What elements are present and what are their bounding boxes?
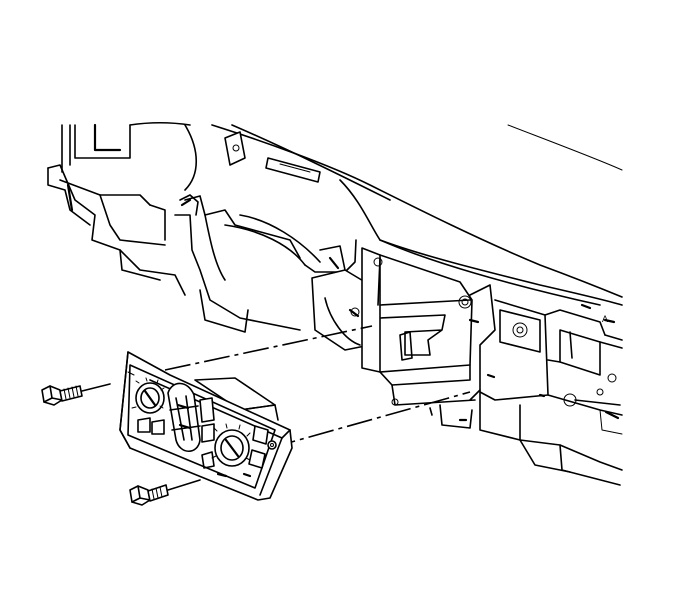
- hvac-control-module: [119, 351, 293, 501]
- mounting-bolt-lower: [129, 479, 201, 506]
- mounting-bolt-upper: [41, 383, 111, 406]
- alignment-line-upper: [164, 325, 373, 371]
- alignment-line-lower: [269, 391, 471, 449]
- panel-badge-text: A: [602, 314, 608, 324]
